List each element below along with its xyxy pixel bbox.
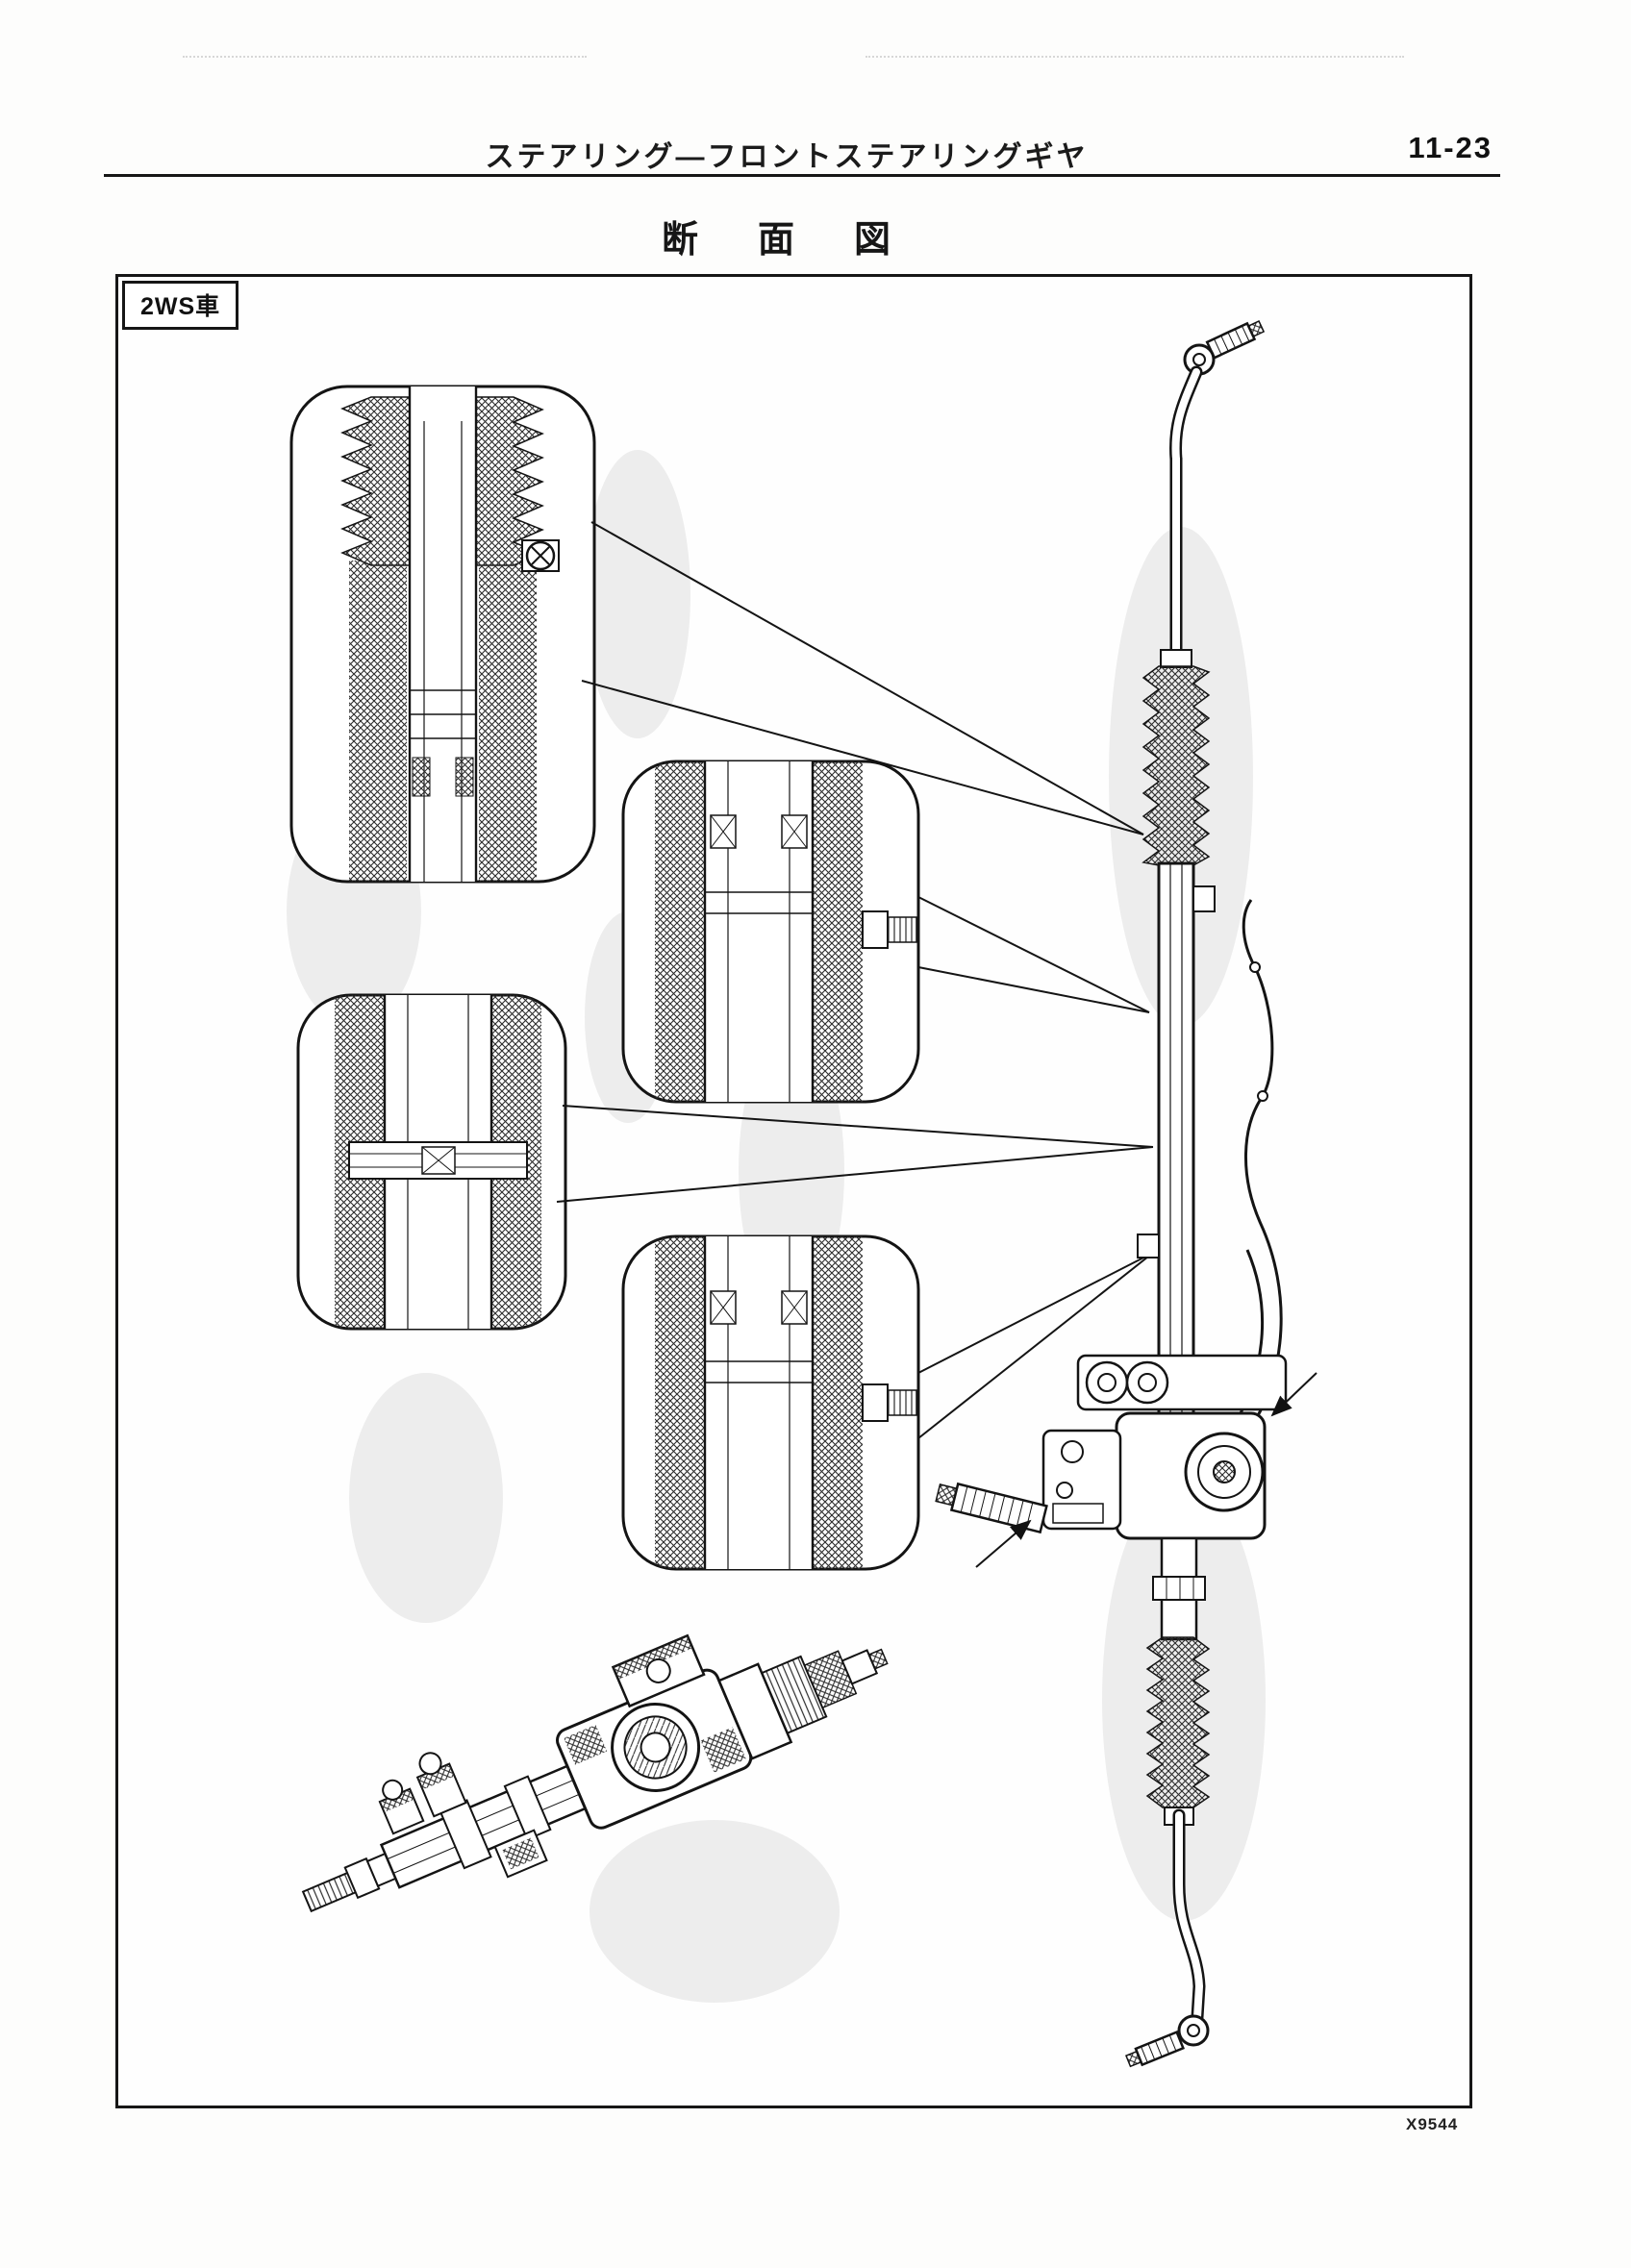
rack-center-detail-callout [296,993,567,1331]
scan-noise-top-right [866,56,1404,58]
lower-clamp [1152,1576,1206,1601]
variant-label: 2WS車 [122,281,239,330]
rack-end-detail-callout-lower [621,1234,920,1571]
rack-end-detail-callout-upper [621,760,920,1104]
hydraulic-pipes [1236,899,1283,1428]
section-title: 断 面 図 [661,220,902,261]
figure-code: X9544 [1406,2115,1459,2133]
cross-section-diagram [287,320,1317,2068]
boot-clip-upper [1160,649,1192,668]
mounting-bracket [1076,1354,1288,1411]
control-valve-housing [935,1411,1267,1540]
rack-tube [1157,861,1195,1418]
header-rule [104,174,1500,177]
scan-noise-top-left [183,56,587,58]
pinion-input-shaft [935,1482,1048,1534]
page-number: 11-23 [1408,131,1493,164]
page-header-title: ステアリング―フロントステアリングギヤ [485,141,1089,173]
tie-rod-end-bottom [1124,2014,1210,2068]
tie-rod-end-top [1183,320,1266,376]
upper-boot [1142,665,1211,866]
pinion-valve-assembly-detail [301,1633,889,1913]
steering-rack-assembly [935,320,1317,2068]
grease-fitting [862,910,889,949]
grease-fitting [862,1383,889,1422]
seal-stacks [378,1752,467,1835]
pinion-axis-arrows [975,1372,1317,1568]
leader-lines [556,521,1154,1439]
diagram-frame: 2WS車 [115,274,1472,2108]
boot-detail-callout [289,385,596,884]
